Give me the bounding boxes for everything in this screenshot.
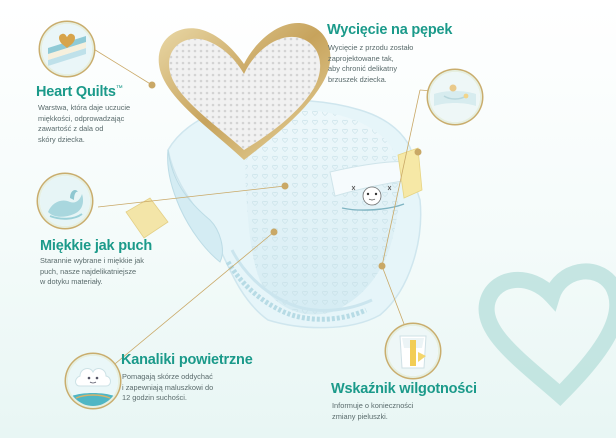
waistband-print-icon <box>341 185 405 211</box>
soft-as-down-title: Miękkie jak puch <box>40 238 153 254</box>
soft-as-down-description: Starannie wybrane i miękkie jak puch, na… <box>40 256 144 287</box>
navel-cutout-title: Wycięcie na pępek <box>327 22 453 38</box>
heart-quilts-title-text: Heart Quilts <box>36 84 116 100</box>
trademark-symbol: ™ <box>115 85 123 93</box>
wetness-indicator-description: Informuje o konieczności zmiany pieluszk… <box>332 401 414 421</box>
air-channels-description: Pomagają skórze oddychać i zapewniają ma… <box>122 372 214 403</box>
soft-swan-icon <box>40 176 90 226</box>
wetness-indicator-title: Wskaźnik wilgotności <box>331 381 477 397</box>
navel-cutout-description: Wycięcie z przodu zostało zaprojektowane… <box>328 43 414 84</box>
wetness-indicator-icon <box>388 326 438 376</box>
layered-heart-cutaway-icon <box>42 24 92 74</box>
cloud-baby-icon <box>68 356 118 406</box>
navel-cutout-icon <box>430 72 480 122</box>
heart-quilts-title: Heart Quilts™ <box>36 84 123 100</box>
air-channels-title: Kanaliki powietrzne <box>121 352 253 368</box>
heart-quilts-description: Warstwa, która daje uczucie miękkości, o… <box>38 103 131 144</box>
